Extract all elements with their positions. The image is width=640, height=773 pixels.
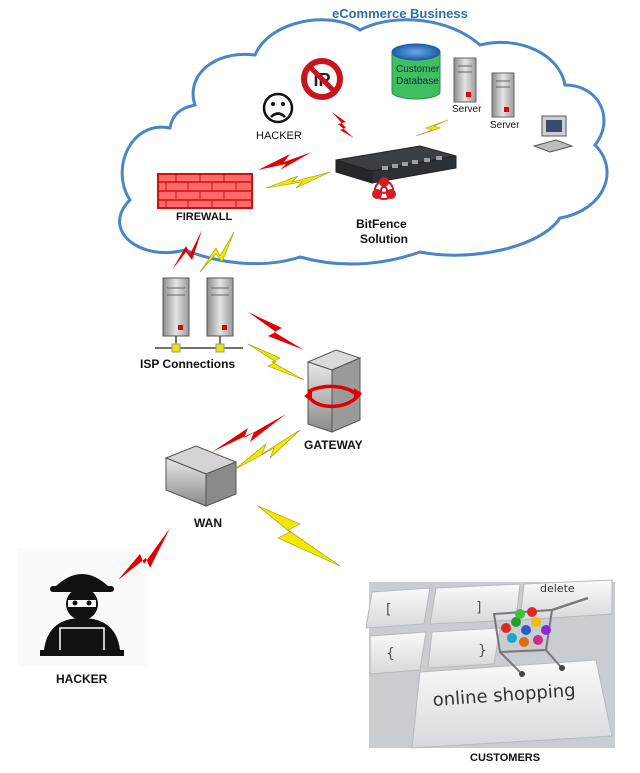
server-icon-1	[453, 57, 477, 103]
svg-text:]: ]	[476, 600, 481, 616]
svg-text:[: [	[386, 602, 391, 618]
hacker-bottom-label: HACKER	[56, 672, 108, 686]
customers-photo: [ ] } {	[365, 579, 615, 749]
delete-key-label: delete	[540, 582, 575, 595]
server-label-2: Server	[490, 120, 520, 131]
lightning-bolts	[118, 112, 449, 580]
hacker-top-label: HACKER	[256, 130, 302, 142]
gateway-label: GATEWAY	[304, 438, 363, 452]
server-label-1: Server	[452, 104, 482, 115]
gateway-icon	[304, 349, 362, 433]
bolt-yellow	[247, 343, 305, 381]
svg-text:{: {	[386, 646, 395, 662]
isp-connection-bus	[155, 336, 243, 353]
firewall-label: FIREWALL	[176, 211, 233, 223]
customer-database-label-1: Customer	[396, 64, 440, 75]
biohazard-icon	[372, 177, 396, 200]
diagram-title: eCommerce Business	[332, 6, 468, 21]
shopping-cart-icon	[492, 596, 589, 677]
bolt-red	[332, 112, 354, 138]
customer-database-icon	[391, 43, 441, 100]
customer-database-label-2: Database	[396, 76, 439, 87]
customers-label: CUSTOMERS	[470, 752, 541, 764]
wan-label: WAN	[194, 516, 222, 530]
no-ip-icon: IP	[301, 58, 343, 100]
bolt-yellow	[233, 429, 301, 471]
bitfence-label-1: BitFence	[356, 217, 407, 231]
svg-text:}: }	[478, 643, 487, 659]
firewall-icon	[157, 173, 253, 209]
bolt-red	[212, 414, 286, 452]
isp-server-icon-2	[206, 277, 234, 337]
bolt-yellow	[257, 505, 341, 567]
bitfence-appliance-icon	[335, 145, 457, 184]
bolt-yellow	[415, 119, 449, 137]
wan-icon	[164, 445, 238, 507]
isp-server-icon-1	[162, 277, 190, 337]
bolt-red	[248, 312, 304, 350]
bitfence-label-2: Solution	[360, 232, 408, 246]
bolt-red	[172, 230, 202, 270]
bolt-yellow	[199, 231, 235, 273]
server-icon-2	[491, 72, 515, 118]
hacker-icon	[18, 548, 148, 666]
bolt-red	[258, 152, 312, 170]
bolt-red	[118, 528, 170, 580]
sad-face-icon	[262, 92, 294, 124]
isp-connections-label: ISP Connections	[140, 357, 236, 371]
computer-icon	[532, 115, 574, 153]
bolt-yellow	[265, 171, 331, 189]
